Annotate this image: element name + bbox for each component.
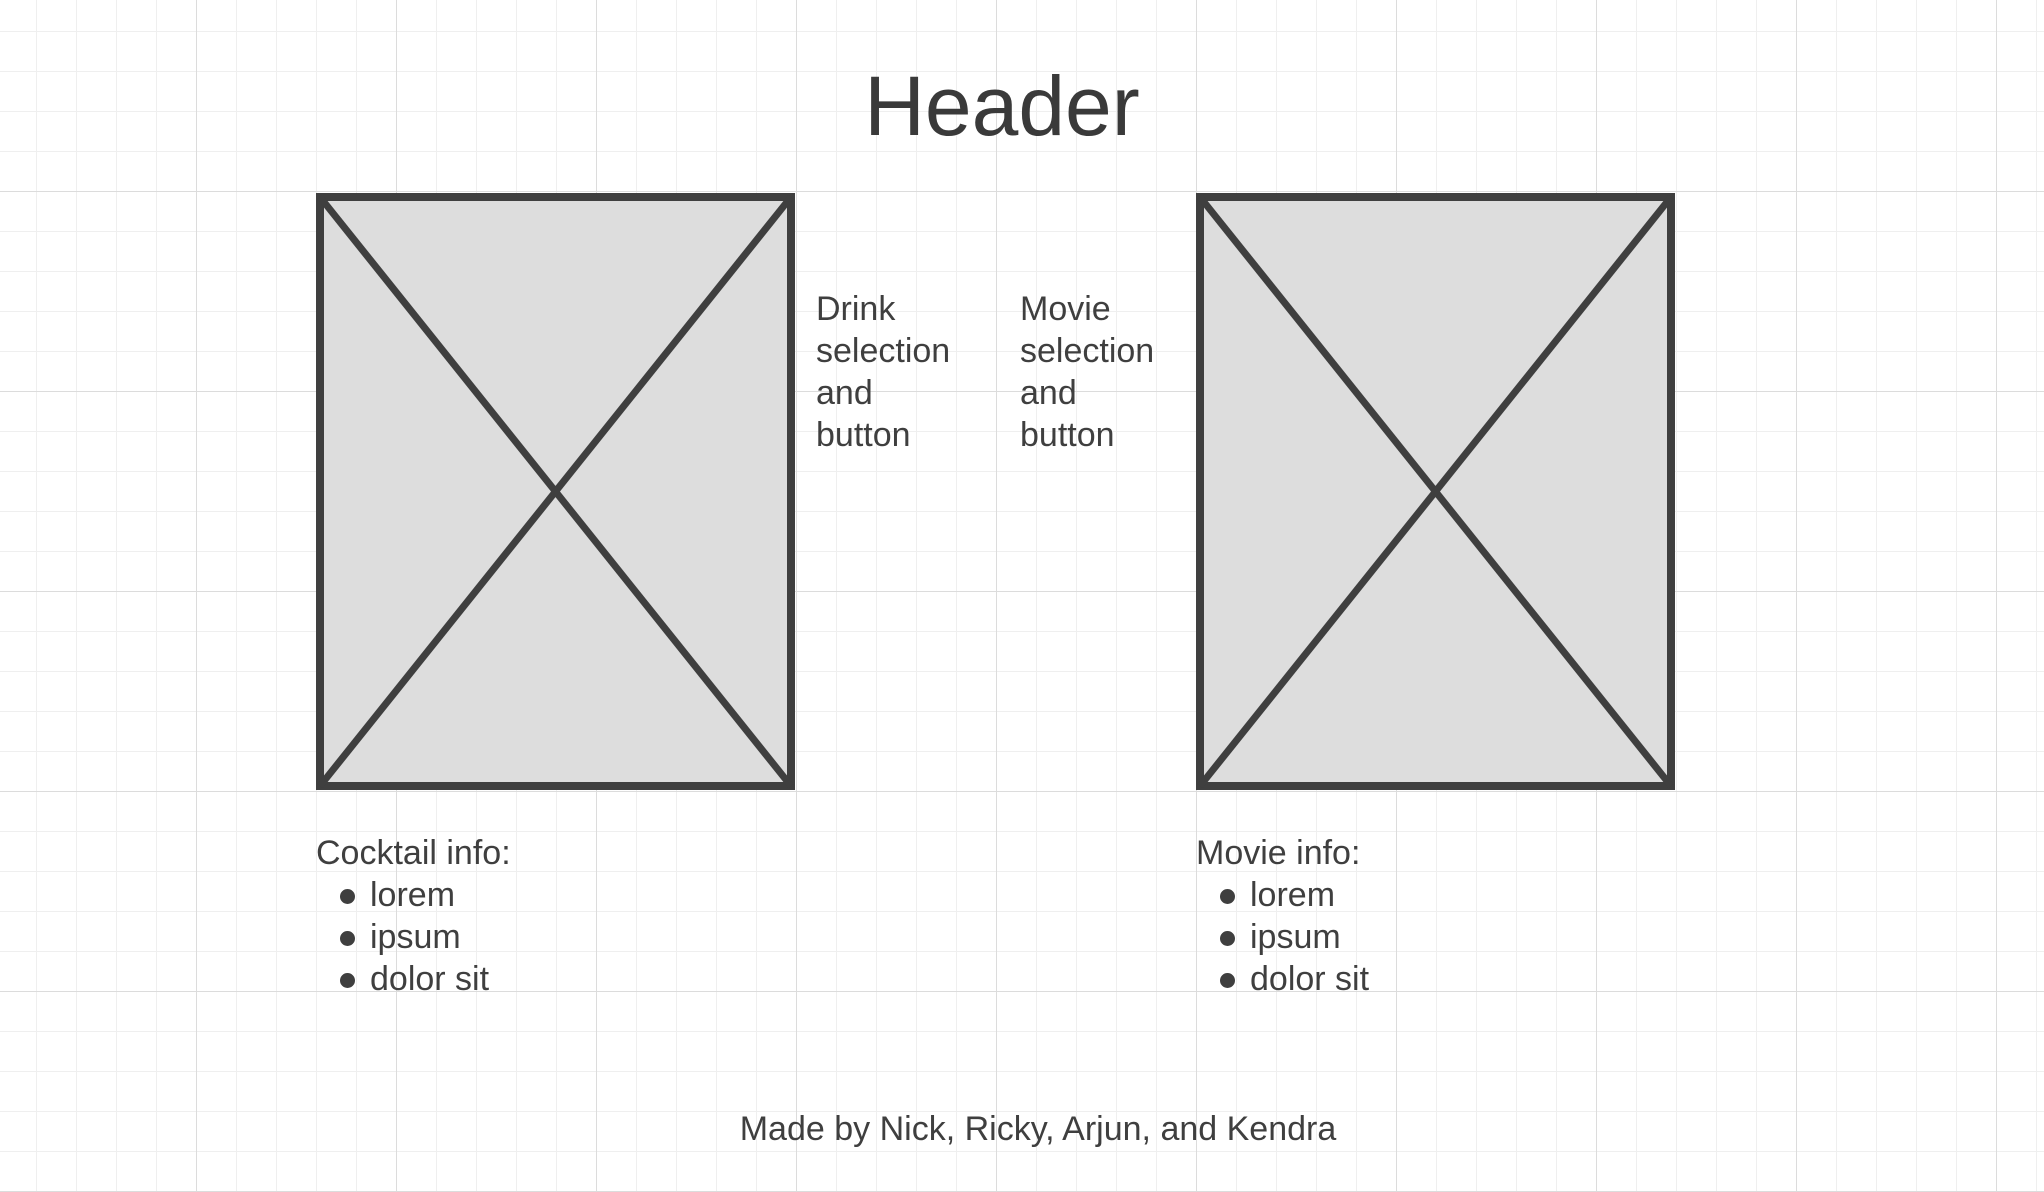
cocktail-info: Cocktail info: lorem ipsum dolor sit bbox=[316, 832, 511, 1000]
movie-selection-line: button bbox=[1020, 416, 1115, 454]
movie-selection-label: Movie selection and button bbox=[1020, 288, 1190, 456]
cocktail-info-list: lorem ipsum dolor sit bbox=[316, 874, 511, 1000]
drink-selection-line: selection bbox=[816, 332, 951, 370]
footer-credits: Made by Nick, Ricky, Arjun, and Kendra bbox=[739, 1110, 1337, 1148]
drink-image-placeholder-icon bbox=[316, 193, 795, 790]
list-item: ipsum bbox=[1196, 916, 1369, 958]
drink-selection-label: Drink selection and button bbox=[816, 288, 986, 456]
movie-info-list: lorem ipsum dolor sit bbox=[1196, 874, 1369, 1000]
list-item: dolor sit bbox=[316, 958, 511, 1000]
list-item: lorem bbox=[1196, 874, 1369, 916]
movie-selection-line: Movie bbox=[1020, 290, 1111, 328]
movie-selection-line: selection bbox=[1020, 332, 1155, 370]
cocktail-info-title: Cocktail info: bbox=[316, 834, 511, 872]
movie-info-title: Movie info: bbox=[1196, 834, 1361, 872]
page-title: Header bbox=[864, 59, 1140, 153]
list-item: dolor sit bbox=[1196, 958, 1369, 1000]
drink-selection-line: and bbox=[816, 374, 873, 412]
list-item: ipsum bbox=[316, 916, 511, 958]
movie-info: Movie info: lorem ipsum dolor sit bbox=[1196, 832, 1369, 1000]
drink-selection-line: button bbox=[816, 416, 911, 454]
list-item: lorem bbox=[316, 874, 511, 916]
drink-selection-line: Drink bbox=[816, 290, 896, 328]
movie-image-placeholder-icon bbox=[1196, 193, 1675, 790]
movie-selection-line: and bbox=[1020, 374, 1077, 412]
